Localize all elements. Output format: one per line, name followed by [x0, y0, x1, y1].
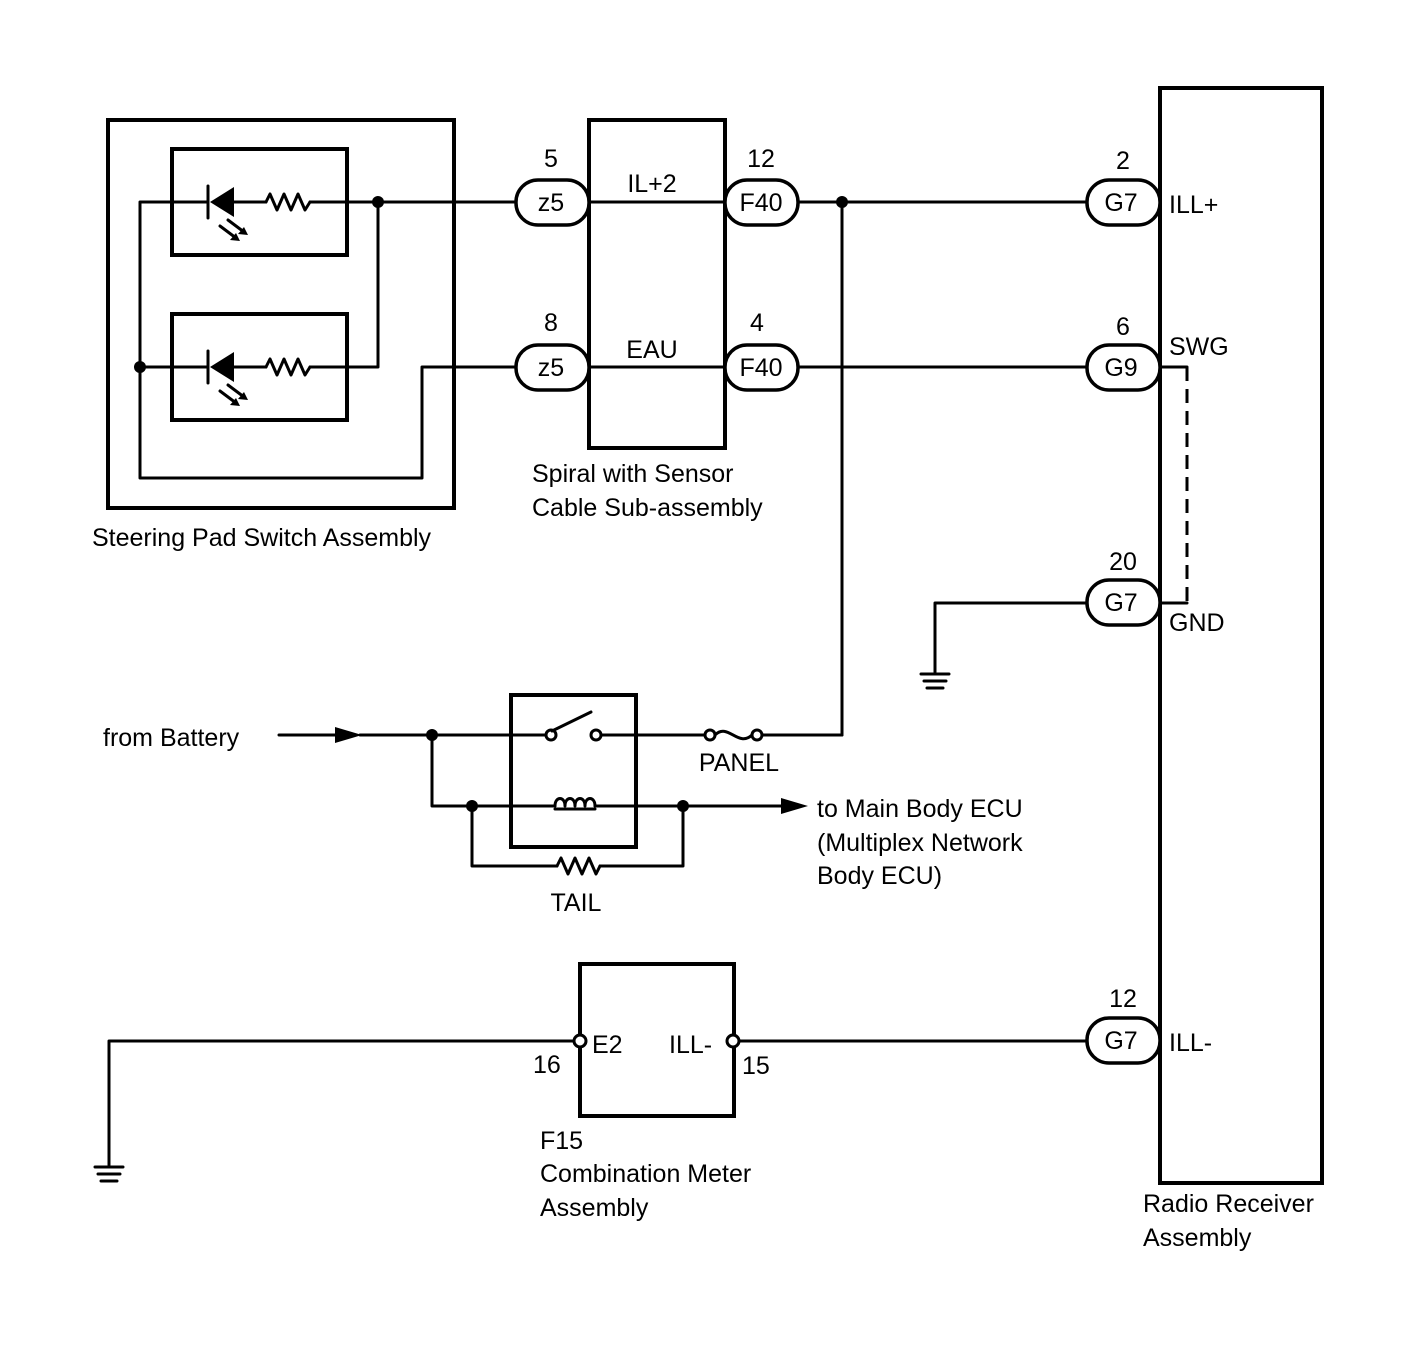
connector-z5-top: z5 5 [514, 145, 591, 227]
pin-label: 6 [1116, 313, 1130, 341]
coil-icon [553, 797, 597, 808]
ground-icon [919, 672, 951, 690]
pin-label: 2 [1116, 147, 1130, 175]
pin-label: 8 [544, 309, 558, 337]
svg-text:F40: F40 [739, 189, 782, 217]
fuse-icon [703, 728, 764, 742]
panel-label: PANEL [699, 749, 779, 777]
svg-text:z5: z5 [538, 189, 564, 217]
svg-text:G7: G7 [1104, 1027, 1137, 1055]
from-battery-label: from Battery [103, 724, 240, 752]
ecu-label-2: (Multiplex Network [817, 829, 1023, 857]
led-icon [206, 184, 248, 241]
svg-text:F40: F40 [739, 354, 782, 382]
ground-icon [93, 1165, 125, 1183]
radio-label-1: Radio Receiver [1143, 1190, 1314, 1218]
pin-label: 12 [1109, 985, 1137, 1013]
pin-label: 15 [742, 1052, 770, 1080]
arrow-right-icon [781, 798, 808, 814]
pin-label: 20 [1109, 548, 1137, 576]
connector-z5-bottom: z5 8 [514, 309, 591, 392]
swg-label: SWG [1169, 333, 1229, 361]
steering-pad-switch-assembly: Steering Pad Switch Assembly [92, 118, 518, 552]
resistor-icon [264, 192, 312, 212]
spiral-label-1: Spiral with Sensor [532, 460, 733, 488]
connector-g7-gnd: G7 20 [1085, 548, 1162, 627]
steering-pad-label: Steering Pad Switch Assembly [92, 524, 432, 552]
tail-label: TAIL [551, 889, 602, 917]
svg-text:G7: G7 [1104, 589, 1137, 617]
radio-receiver-assembly: ILL+ SWG GND ILL- Radio Receiver Assembl… [1143, 86, 1324, 1252]
arrow-right-icon [335, 727, 362, 743]
ill-plus-label: ILL+ [1169, 191, 1218, 219]
resistor-icon [555, 856, 602, 876]
connector-g7-ill-plus: G7 2 [1085, 147, 1162, 227]
tail-relay [509, 693, 707, 849]
svg-text:G9: G9 [1104, 354, 1137, 382]
ecu-label-3: Body ECU) [817, 862, 942, 890]
meter-code-label: F15 [540, 1127, 583, 1155]
resistor-icon [264, 357, 312, 377]
connector-f40-bottom: F40 4 [723, 309, 800, 392]
connector-f40-top: F40 12 [723, 145, 800, 227]
combination-meter-assembly: E2 ILL- 16 15 F15 Combination Meter Asse… [533, 962, 770, 1222]
e2-label: E2 [592, 1031, 623, 1059]
ill-minus-label: ILL- [1169, 1029, 1212, 1057]
led-icon [206, 349, 248, 406]
pin-label: 5 [544, 145, 558, 173]
spiral-label-2: Cable Sub-assembly [532, 494, 763, 522]
pin-label: 12 [747, 145, 775, 173]
radio-label-2: Assembly [1143, 1224, 1252, 1252]
meter-ill-label: ILL- [669, 1031, 712, 1059]
pin-label: 4 [750, 309, 764, 337]
svg-text:G7: G7 [1104, 189, 1137, 217]
ecu-label-1: to Main Body ECU [817, 795, 1023, 823]
il2-label: IL+2 [627, 170, 676, 198]
connector-g7-ill-minus: G7 12 [1085, 985, 1162, 1065]
eau-label: EAU [626, 336, 677, 364]
pin-label: 16 [533, 1051, 561, 1079]
connector-g9-swg: G9 6 [1085, 313, 1162, 392]
svg-text:z5: z5 [538, 354, 564, 382]
gnd-label: GND [1169, 609, 1225, 637]
meter-label-1: Combination Meter [540, 1160, 751, 1188]
spiral-cable-subassembly: IL+2 EAU Spiral with Sensor Cable Sub-as… [532, 118, 763, 522]
meter-label-2: Assembly [540, 1194, 649, 1222]
